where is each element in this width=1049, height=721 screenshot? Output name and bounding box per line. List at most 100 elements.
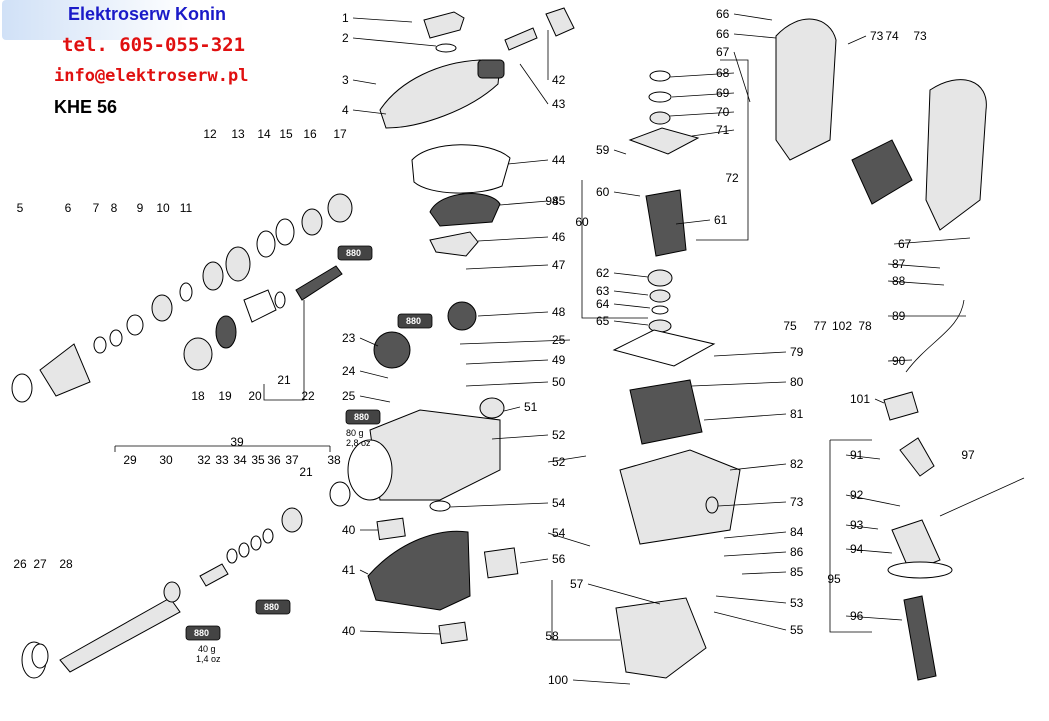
callout-label: 26 — [13, 557, 27, 571]
callout-leader-line — [733, 33, 777, 39]
part-handle-right-66 — [925, 79, 987, 231]
part-ring-69 — [648, 91, 672, 103]
callout-label: 51 — [524, 400, 538, 414]
callout-label: 9 — [137, 201, 144, 215]
callout-leader-line — [713, 611, 787, 631]
callout-label: 17 — [333, 127, 347, 141]
callout-leader-line — [715, 595, 787, 604]
callout-label: 81 — [790, 407, 804, 421]
callout-label: 61 — [714, 213, 728, 227]
callout-label: 35 — [251, 453, 265, 467]
callout-label: 89 — [892, 309, 906, 323]
callout-label: 71 — [716, 123, 730, 137]
callout-label: 22 — [301, 389, 315, 403]
callout-leader-line — [477, 311, 549, 317]
part-stator-81 — [629, 379, 703, 445]
callout-leader-line — [671, 92, 735, 98]
grease-tube-body — [255, 599, 291, 615]
callout-label: 20 — [248, 389, 262, 403]
part-aux-handle-94 — [891, 519, 941, 573]
callout-label: 21 — [277, 373, 291, 387]
part-oring-small — [435, 43, 457, 53]
part-bearing-62 — [649, 289, 671, 303]
part-ring-36 — [262, 528, 274, 544]
callout-leader-line — [847, 35, 867, 45]
callout-leader-line — [359, 337, 379, 347]
callout-label: 24 — [342, 364, 356, 378]
callout-label: 97 — [961, 448, 975, 462]
callout-label: 73 — [790, 495, 804, 509]
part-nose-cone — [39, 343, 91, 397]
callout-label: 4 — [342, 103, 349, 117]
callout-label: 37 — [285, 453, 299, 467]
part-gear-23 — [373, 331, 411, 369]
callout-label: 13 — [231, 127, 245, 141]
part-ring-35 — [250, 535, 262, 551]
callout-label: 32 — [197, 453, 211, 467]
callout-label: 80 — [790, 375, 804, 389]
callout-leader-line — [491, 434, 549, 440]
callout-label: 53 — [790, 596, 804, 610]
callout-leader-line — [675, 219, 711, 225]
callout-label: 48 — [552, 305, 566, 319]
grease-tube-weight-oz: 2,8 oz — [346, 438, 371, 448]
callout-leader-line — [459, 339, 571, 345]
part-lower-cover — [367, 530, 471, 611]
part-shaft-29 — [59, 597, 181, 673]
callout-label: 23 — [342, 331, 356, 345]
part-bearing-64 — [648, 319, 672, 333]
callout-leader-line — [477, 236, 549, 242]
callout-label: 82 — [790, 457, 804, 471]
callout-label: 18 — [191, 389, 205, 403]
callout-label: 84 — [790, 525, 804, 539]
callout-label: 39 — [230, 435, 244, 449]
grease-tube: 880 — [397, 313, 433, 329]
callout-leader-line — [613, 272, 649, 278]
part-armature-60 — [645, 189, 687, 257]
callout-leader-line — [733, 13, 773, 21]
callout-label: 14 — [257, 127, 271, 141]
grease-tube-body — [337, 245, 373, 261]
part-ring-9 — [126, 314, 144, 336]
callout-leader-line — [572, 679, 631, 685]
callout-leader-line — [893, 237, 971, 245]
part-ring-27 — [31, 643, 49, 669]
callout-label: 77 — [813, 319, 827, 333]
callout-leader-line — [729, 463, 787, 471]
part-ring-73c — [705, 496, 719, 514]
grease-tube: 880 80 g 2,8 oz — [345, 409, 381, 448]
callout-leader-line — [887, 359, 913, 362]
callout-label: 54 — [552, 526, 566, 540]
part-ring-63 — [651, 305, 669, 315]
callout-label: 57 — [570, 577, 584, 591]
part-label-40b — [438, 621, 468, 645]
part-clamp-91 — [899, 437, 935, 477]
part-housing-bore — [347, 439, 393, 501]
callout-label: 66 — [716, 7, 730, 21]
callout-leader-line — [359, 569, 369, 575]
part-bearing-70 — [649, 111, 671, 125]
callout-label: 52 — [552, 428, 566, 442]
part-label-40a — [376, 517, 406, 541]
callout-leader-line — [352, 109, 387, 115]
part-gear-housing — [369, 409, 501, 501]
grease-tube: 880 — [255, 599, 291, 615]
callout-label: 74 — [885, 29, 899, 43]
callout-leader-line — [359, 395, 391, 403]
callout-label: 79 — [790, 345, 804, 359]
callout-leader-line — [587, 583, 661, 605]
part-gear-47 — [447, 301, 477, 331]
callout-label: 27 — [33, 557, 47, 571]
callout-label: 47 — [552, 258, 566, 272]
watermark — [2, 0, 192, 40]
part-sleeve-18 — [183, 337, 213, 371]
part-fan-guide-79 — [612, 329, 716, 367]
callout-label: 40 — [342, 523, 356, 537]
callout-label: 70 — [716, 105, 730, 119]
part-motor-housing-82 — [619, 449, 741, 545]
callout-label: 8 — [111, 201, 118, 215]
part-sleeve-10 — [151, 294, 173, 322]
callout-leader-line — [713, 351, 787, 357]
callout-label: 56 — [552, 552, 566, 566]
